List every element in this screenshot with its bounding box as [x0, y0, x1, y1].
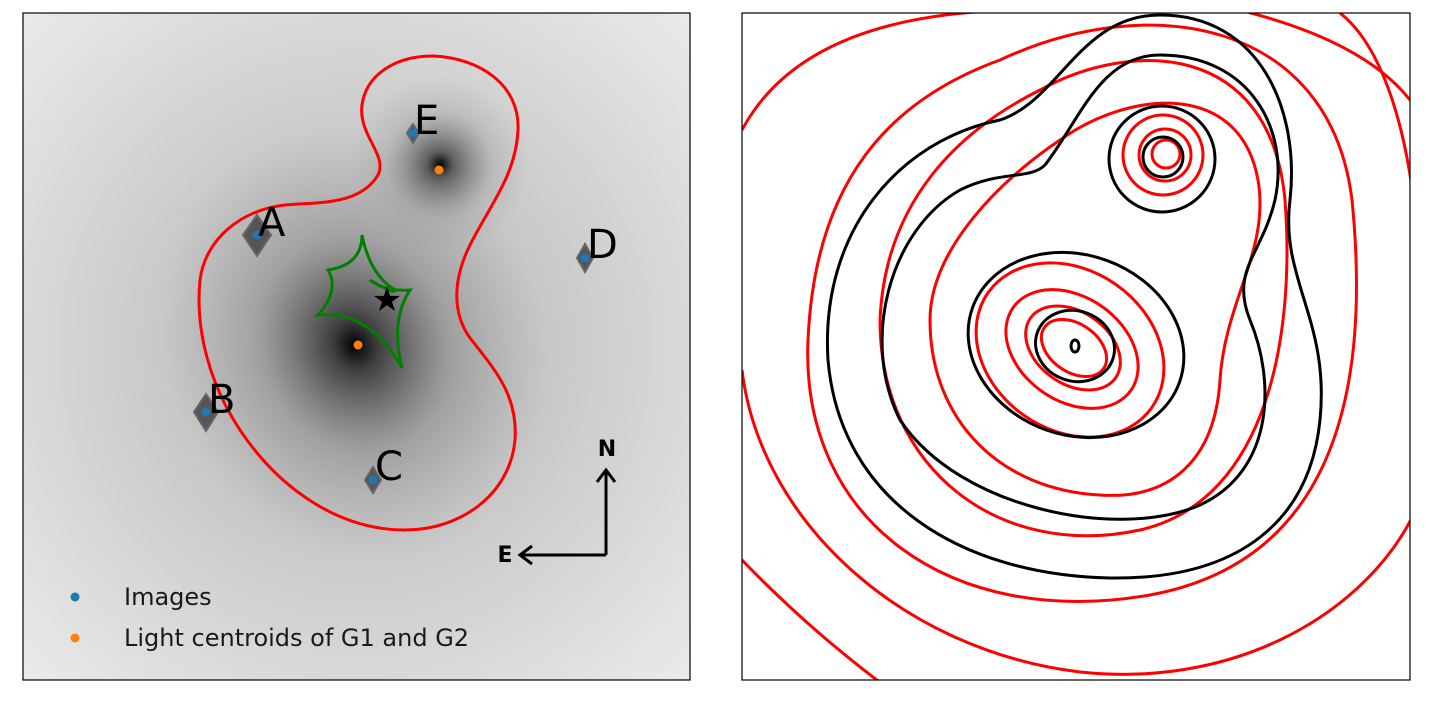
- legend: Images Light centroids of G1 and G2: [70, 583, 469, 652]
- black-contour: [966, 250, 1186, 440]
- red-contour: [806, 23, 1358, 603]
- black-contours: [825, 13, 1323, 580]
- north-arrow-icon: [595, 467, 617, 555]
- image-label-e: E: [414, 98, 439, 144]
- contour-panel: [742, 13, 1410, 680]
- black-contour: [825, 13, 1323, 580]
- image-b: B: [192, 377, 235, 433]
- image-label-c: C: [375, 444, 403, 490]
- image-label-b: B: [208, 377, 235, 423]
- red-contour: [1121, 113, 1205, 197]
- red-contour: [1004, 288, 1140, 410]
- east-arrow-icon: [517, 544, 606, 566]
- black-contour: [1069, 338, 1081, 354]
- red-contour: [928, 101, 1262, 497]
- red-contours: [742, 13, 1410, 680]
- red-contour: [878, 59, 1289, 538]
- compass: [517, 467, 617, 566]
- red-contour: [974, 261, 1166, 439]
- image-c: C: [363, 444, 403, 495]
- legend-centroids-marker: [70, 633, 80, 643]
- black-contour: [1107, 104, 1217, 214]
- source-star-icon: ★: [372, 280, 402, 320]
- red-contour-outer: [742, 369, 1410, 676]
- caustic-curve: [314, 234, 413, 369]
- red-contour: [1137, 127, 1193, 183]
- black-contour: [1034, 308, 1116, 384]
- image-markers: A B C D E: [192, 98, 618, 495]
- galaxy-g2-light: [350, 75, 530, 255]
- red-contour-outer: [742, 558, 880, 680]
- image-label-a: A: [258, 200, 286, 246]
- legend-centroids-label: Light centroids of G1 and G2: [124, 624, 469, 652]
- legend-images-marker: [70, 592, 80, 602]
- compass-north-label: N: [598, 437, 616, 462]
- black-contour: [1141, 135, 1185, 179]
- lens-model-panel: ★ A B C D: [23, 13, 690, 680]
- legend-images-label: Images: [124, 583, 212, 611]
- g1-centroid-marker: [353, 340, 363, 350]
- image-label-d: D: [587, 222, 618, 268]
- red-contour: [1150, 138, 1182, 170]
- left-panel-frame: [22, 12, 691, 681]
- red-contour-outer: [742, 13, 1410, 185]
- compass-east-label: E: [497, 543, 512, 568]
- image-a: A: [241, 200, 286, 258]
- red-contour: [1024, 304, 1122, 392]
- image-e: E: [405, 98, 439, 145]
- critical-curve: [197, 54, 520, 532]
- right-panel-frame: [741, 12, 1411, 681]
- red-contour: [1039, 317, 1109, 379]
- g2-centroid-marker: [434, 165, 444, 175]
- image-d: D: [575, 222, 618, 275]
- black-contour: [880, 53, 1280, 521]
